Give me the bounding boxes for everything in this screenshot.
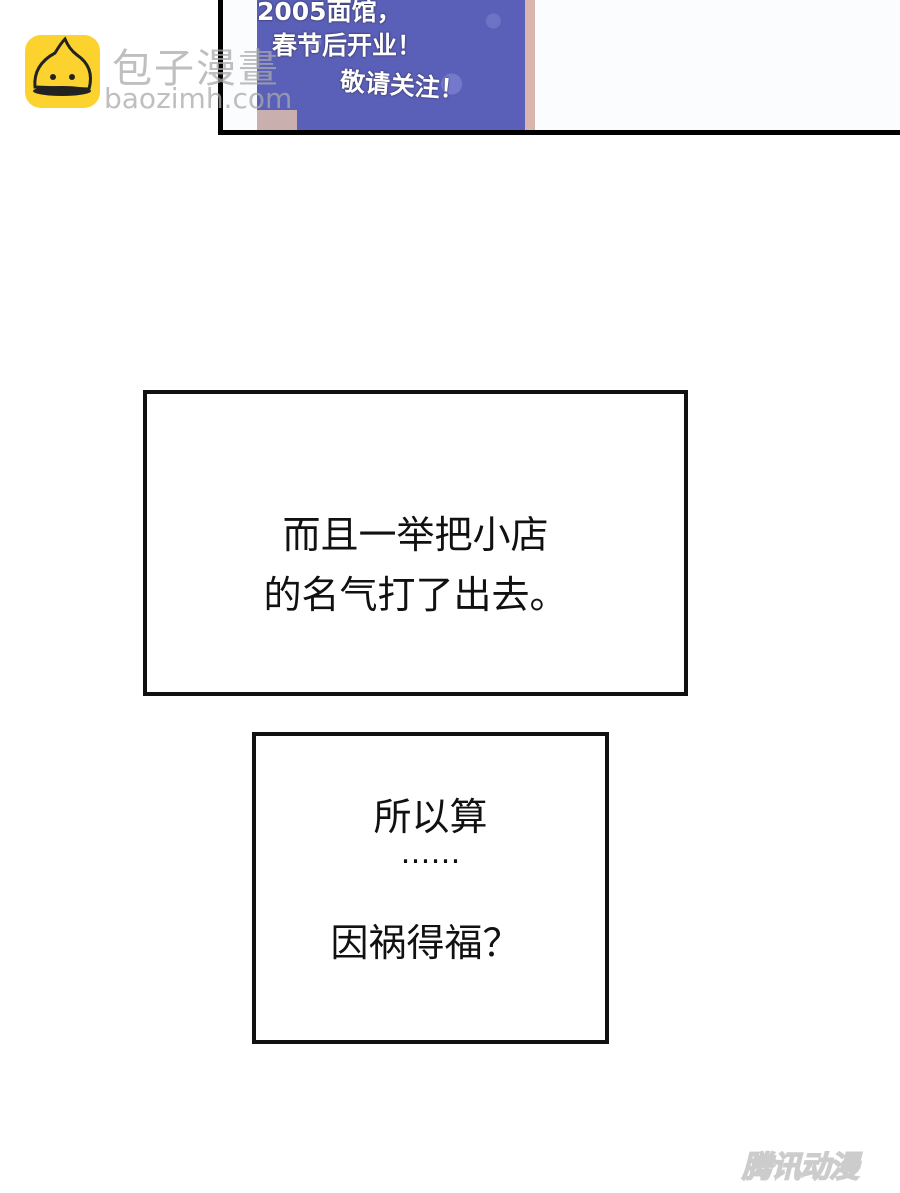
caption-line: 因祸得福？ [330, 921, 521, 965]
tencent-comics-watermark: 腾讯动漫 [741, 1149, 860, 1186]
baozi-logo-icon [25, 35, 100, 108]
logo-url: baozimh.com [104, 82, 293, 115]
floor [257, 110, 297, 130]
caption-line: 的名气打了出去。 [263, 573, 568, 617]
caption-line: 而且一举把小店 [282, 513, 549, 557]
logo-wordmark: 包子漫畫 [112, 46, 280, 92]
shop-sign: 2005面馆， 春节后开业！ 敬请关注！ [257, 0, 535, 130]
caption-line: …… [400, 836, 461, 871]
sign-line: 敬请关注！ [339, 66, 466, 105]
sign-line: 2005面馆， [257, 0, 402, 26]
caption-box: 所以算 …… 因祸得福？ [252, 732, 609, 1044]
sign-line: 春节后开业！ [272, 31, 423, 60]
caption-line: 所以算 [373, 795, 488, 839]
sign-edge [525, 0, 535, 130]
top-panel: 2005面馆， 春节后开业！ 敬请关注！ [218, 0, 900, 135]
caption-box: 而且一举把小店 的名气打了出去。 [143, 390, 688, 696]
